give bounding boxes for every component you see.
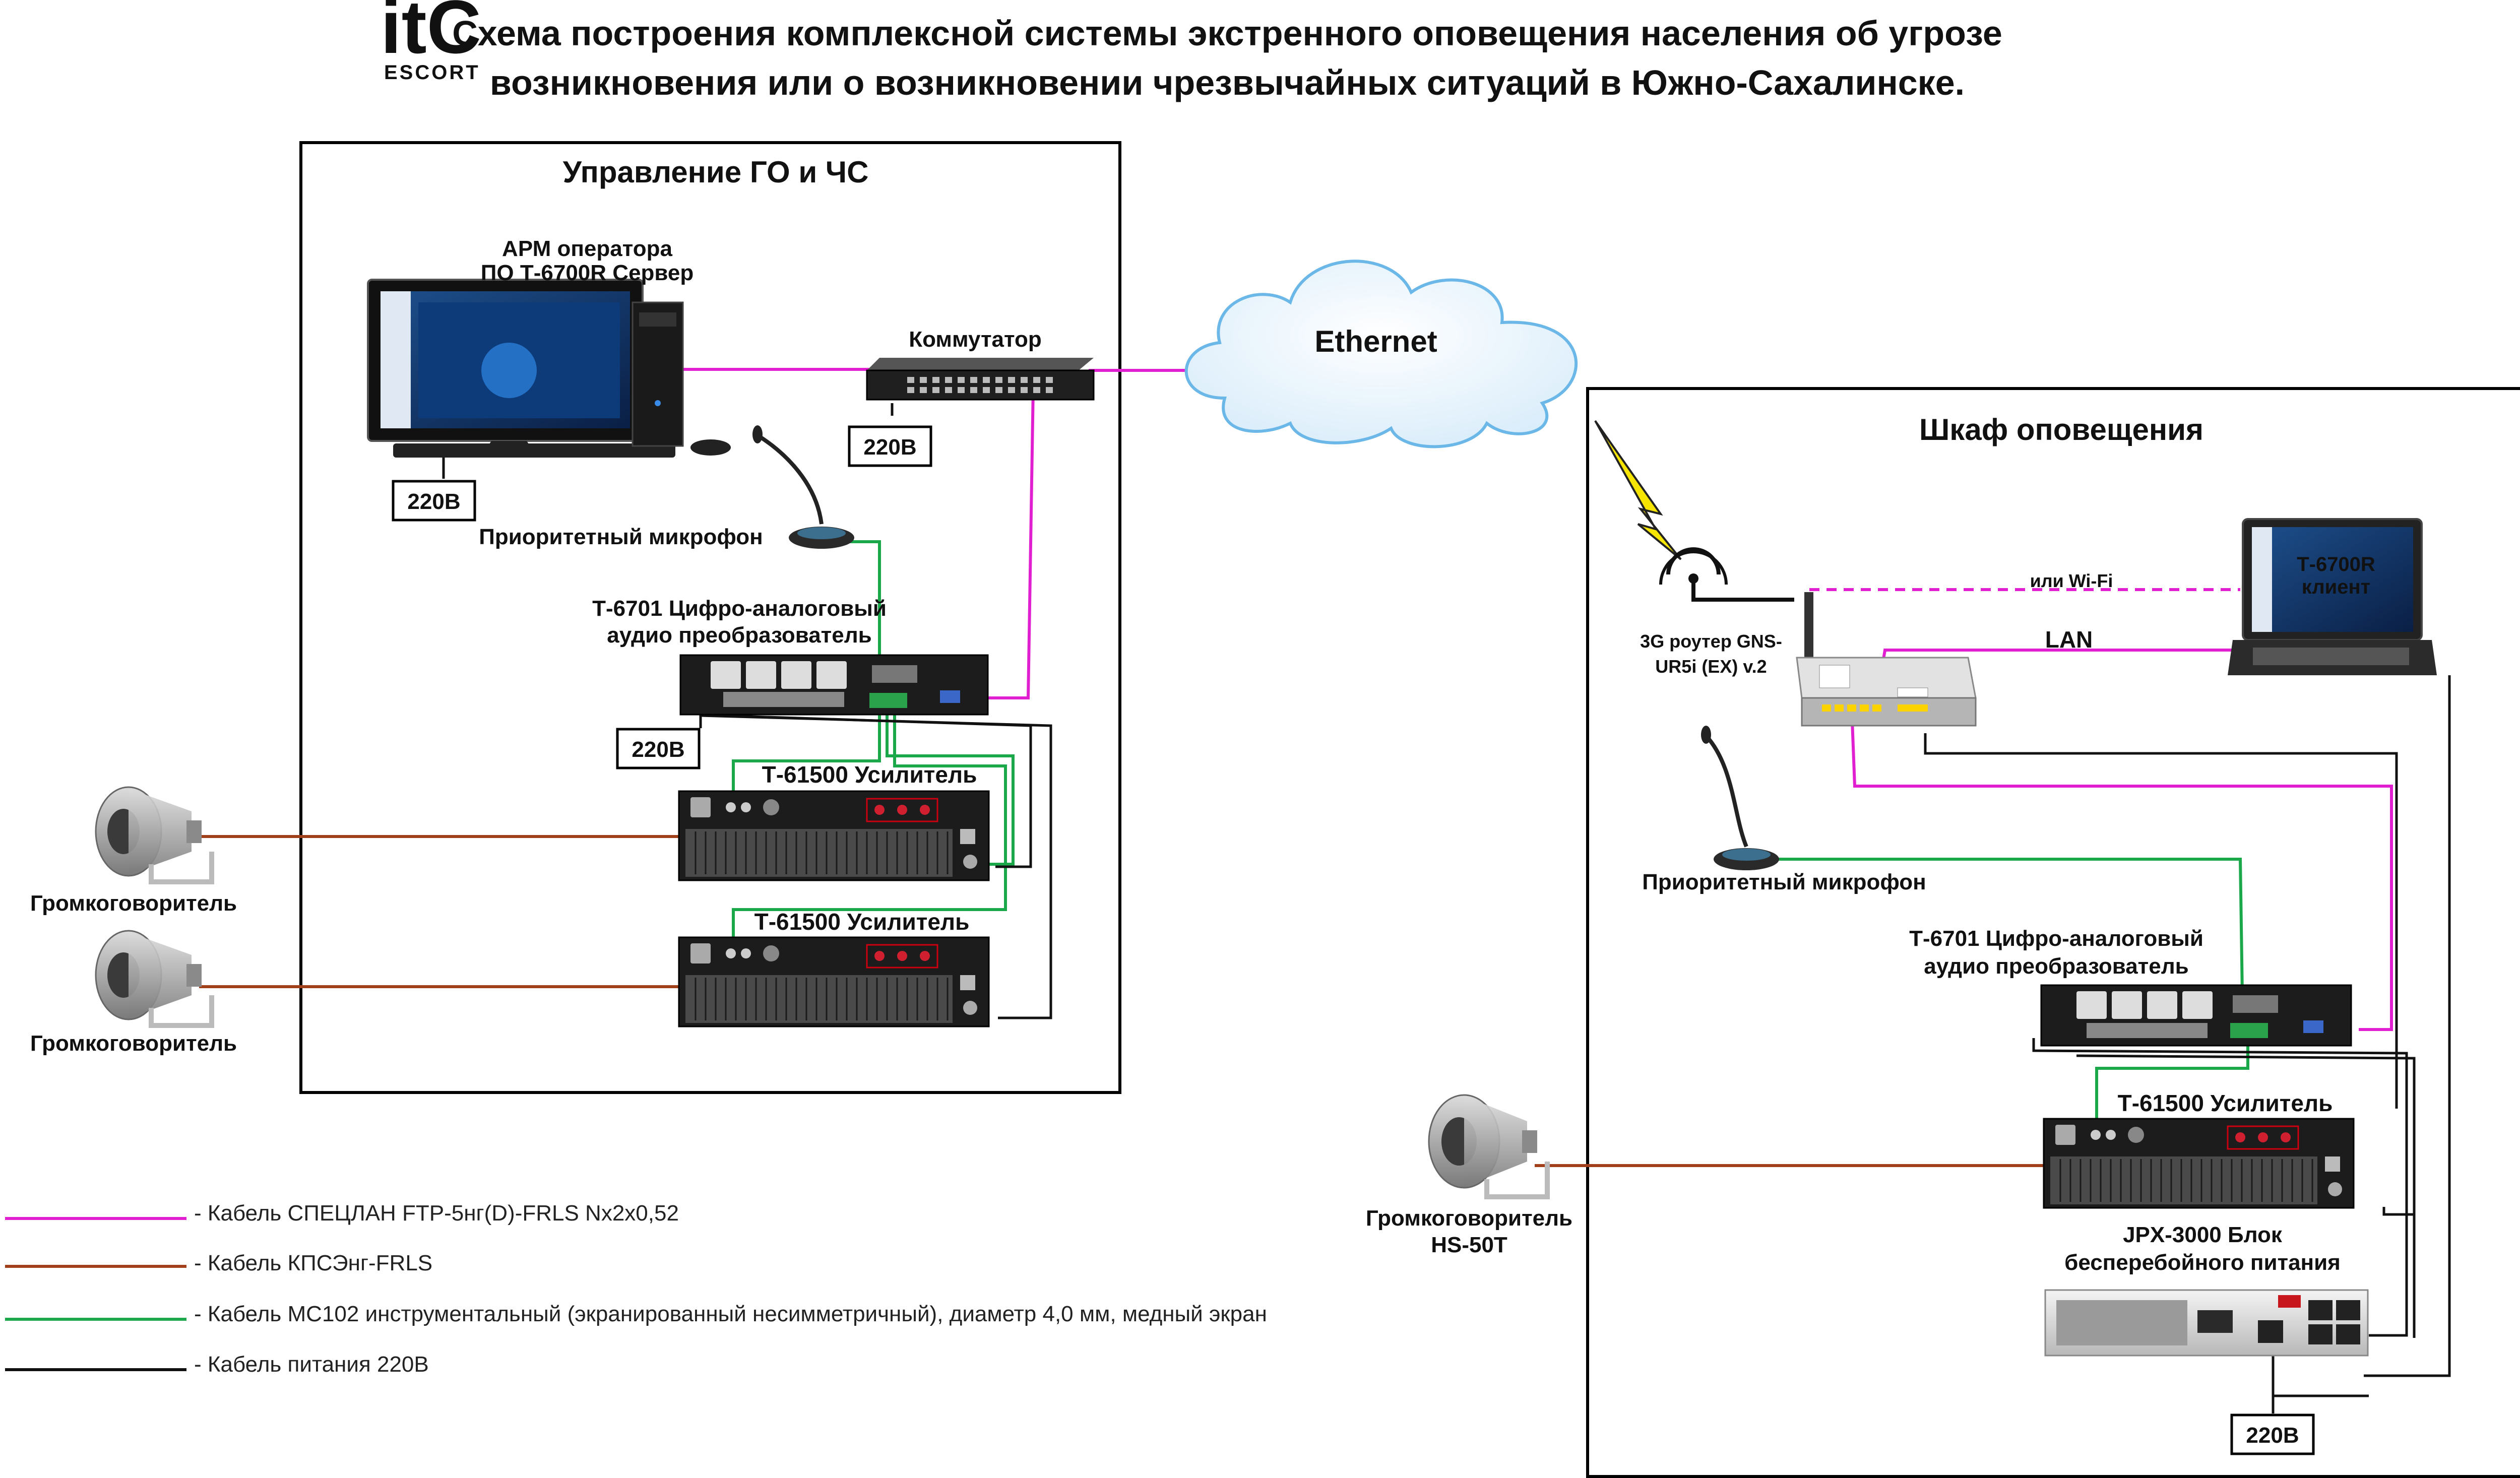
- loudspeaker-right: Громкоговоритель HS-50T: [1366, 1094, 1572, 1257]
- right-box-title: Шкаф оповещения: [1919, 413, 2203, 446]
- laptop-label-line2: клиент: [2302, 576, 2371, 598]
- priority-microphone-left: Приоритетный микрофон: [479, 425, 854, 549]
- left-box-title: Управление ГО и ЧС: [563, 155, 869, 189]
- amplifier-right-label: Т-61500 Усилитель: [2118, 1090, 2333, 1116]
- power-label-pc: [392, 480, 476, 522]
- left-box: [299, 141, 1121, 1094]
- legend-item-audio: - Кабель МС102 инструментальный (экранир…: [194, 1302, 1267, 1326]
- workstation-label-line2: ПО Т-6700R Сервер: [481, 261, 694, 285]
- amplifier-left-1-label: Т-61500 Усилитель: [762, 761, 977, 788]
- loudspeaker-left-2: Громкоговоритель: [30, 930, 237, 1056]
- router-label-line1: 3G роутер GNS-: [1640, 631, 1782, 652]
- amplifier-right: Т-61500 Усилитель: [2043, 1090, 2355, 1209]
- loudspeaker-right-line1: Громкоговоритель: [1366, 1206, 1572, 1231]
- svg-text:220В: 220В: [632, 737, 684, 762]
- microphone-label-right: Приоритетный микрофон: [1642, 870, 1926, 894]
- loudspeaker-left-2-label: Громкоговоритель: [30, 1031, 237, 1056]
- operator-workstation: АРМ оператора ПО Т-6700R Сервер: [367, 236, 731, 458]
- speaker-cables: [199, 835, 2044, 1167]
- amplifier-left-2: Т-61500 Усилитель: [678, 909, 990, 1027]
- ethernet-label: Ethernet: [1314, 325, 1437, 358]
- power-label-converter: [616, 728, 701, 769]
- logo: itC ESCORT: [381, 0, 481, 84]
- power-label-switch: [848, 425, 932, 467]
- converter-left-line2: аудио преобразователь: [607, 623, 871, 648]
- loudspeaker-right-line2: HS-50T: [1431, 1233, 1507, 1257]
- lan-label: LAN: [2045, 626, 2093, 653]
- switch-label: Коммутатор: [909, 327, 1041, 352]
- ups-label-line2: бесперебойного питания: [2064, 1250, 2341, 1275]
- router-label-line2: UR5i (EX) v.2: [1655, 656, 1767, 677]
- ups-label-line1: JPX-3000 Блок: [2123, 1223, 2283, 1247]
- converter-left-line1: Т-6701 Цифро-аналоговый: [592, 596, 887, 621]
- logo-brand: itC: [381, 0, 481, 69]
- keyboard: [393, 443, 675, 458]
- laptop-label-line1: Т-6700R: [2297, 553, 2375, 575]
- antenna: [1594, 420, 1794, 602]
- network-switch: Коммутатор: [866, 327, 1095, 401]
- svg-text:220В: 220В: [407, 489, 460, 514]
- logo-sub: ESCORT: [384, 61, 480, 84]
- priority-microphone-right: Приоритетный микрофон: [1642, 726, 1926, 894]
- converter-right-line1: Т-6701 Цифро-аналоговый: [1909, 926, 2203, 951]
- page-title-line1: Схема построения комплексной системы экс…: [452, 14, 2002, 53]
- amplifier-left-2-label: Т-61500 Усилитель: [754, 909, 970, 935]
- right-box: [1586, 387, 2520, 1478]
- power-label-ups: [2230, 1413, 2315, 1455]
- loudspeaker-left-1: Громкоговоритель: [30, 786, 237, 916]
- 3g-router: 3G роутер GNS- UR5i (EX) v.2: [1640, 592, 1977, 727]
- wifi-label: или Wi-Fi: [2030, 570, 2113, 591]
- ethernet-cloud: Ethernet: [1184, 260, 1578, 448]
- converter-right-line2: аудио преобразователь: [1924, 954, 2188, 979]
- page-title-line2: возникновения или о возникновении чрезвы…: [490, 63, 1965, 102]
- legend-item-lan: - Кабель СПЕЦЛАН FTP-5нг(D)-FRLS Nx2x0,5…: [194, 1201, 679, 1226]
- loudspeaker-left-1-label: Громкоговоритель: [30, 891, 237, 916]
- ups-unit: JPX-3000 Блок бесперебойного питания: [2044, 1223, 2369, 1357]
- legend-item-speaker: - Кабель КПСЭнг-FRLS: [194, 1251, 432, 1275]
- converter-left: Т-6701 Цифро-аналоговый аудио преобразов…: [592, 596, 989, 716]
- amplifier-left-1: Т-61500 Усилитель: [678, 761, 990, 881]
- audio-cables: [732, 540, 2249, 1134]
- svg-text:220В: 220В: [2246, 1423, 2299, 1448]
- microphone-label-left: Приоритетный микрофон: [479, 525, 763, 549]
- svg-text:220В: 220В: [863, 435, 916, 460]
- legend-item-power: - Кабель питания 220В: [194, 1352, 429, 1377]
- converter-right: Т-6701 Цифро-аналоговый аудио преобразов…: [1909, 926, 2352, 1047]
- laptop-client: Т-6700R клиент: [2228, 518, 2437, 675]
- legend: - Кабель СПЕЦЛАН FTP-5нг(D)-FRLS Nx2x0,5…: [5, 1201, 1267, 1377]
- workstation-label-line1: АРМ оператора: [502, 236, 672, 261]
